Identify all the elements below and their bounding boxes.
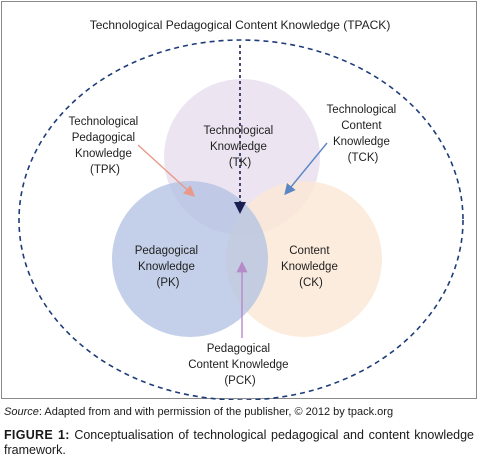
tk-label: Technological Knowledge (TK) (204, 125, 277, 169)
tpk-arrow (137, 144, 196, 197)
figure-caption: FIGURE 1: Conceptualisation of technolog… (4, 428, 474, 458)
tck-arrow (284, 142, 328, 196)
tck-label: Technological Content Knowledge (TCK) (327, 104, 400, 164)
source-label: Source (4, 406, 39, 418)
caption-label: FIGURE 1: (4, 428, 70, 442)
tpack-outer-ellipse (18, 39, 464, 400)
pck-label: Pedagogical Content Knowledge (PCK) (188, 343, 292, 387)
center-arrow-head (234, 202, 246, 214)
figure-frame: Technological Pedagogical Content Knowle… (1, 1, 477, 400)
tpack-diagram: Technological Pedagogical Content Knowle… (18, 18, 464, 400)
pk-label: Pedagogical Knowledge (PK) (135, 245, 202, 289)
pk-circle (112, 181, 268, 337)
tpk-label: Technological Pedagogical Knowledge (TPK… (69, 116, 142, 176)
source-line: Source: Adapted from and with permission… (4, 406, 393, 418)
diagram-title: Technological Pedagogical Content Knowle… (90, 18, 391, 32)
caption-text: Conceptualisation of technological pedag… (4, 428, 474, 457)
ck-circle (226, 181, 382, 337)
source-text: : Adapted from and with permission of th… (38, 406, 394, 418)
ck-label: Content Knowledge (CK) (281, 245, 341, 289)
